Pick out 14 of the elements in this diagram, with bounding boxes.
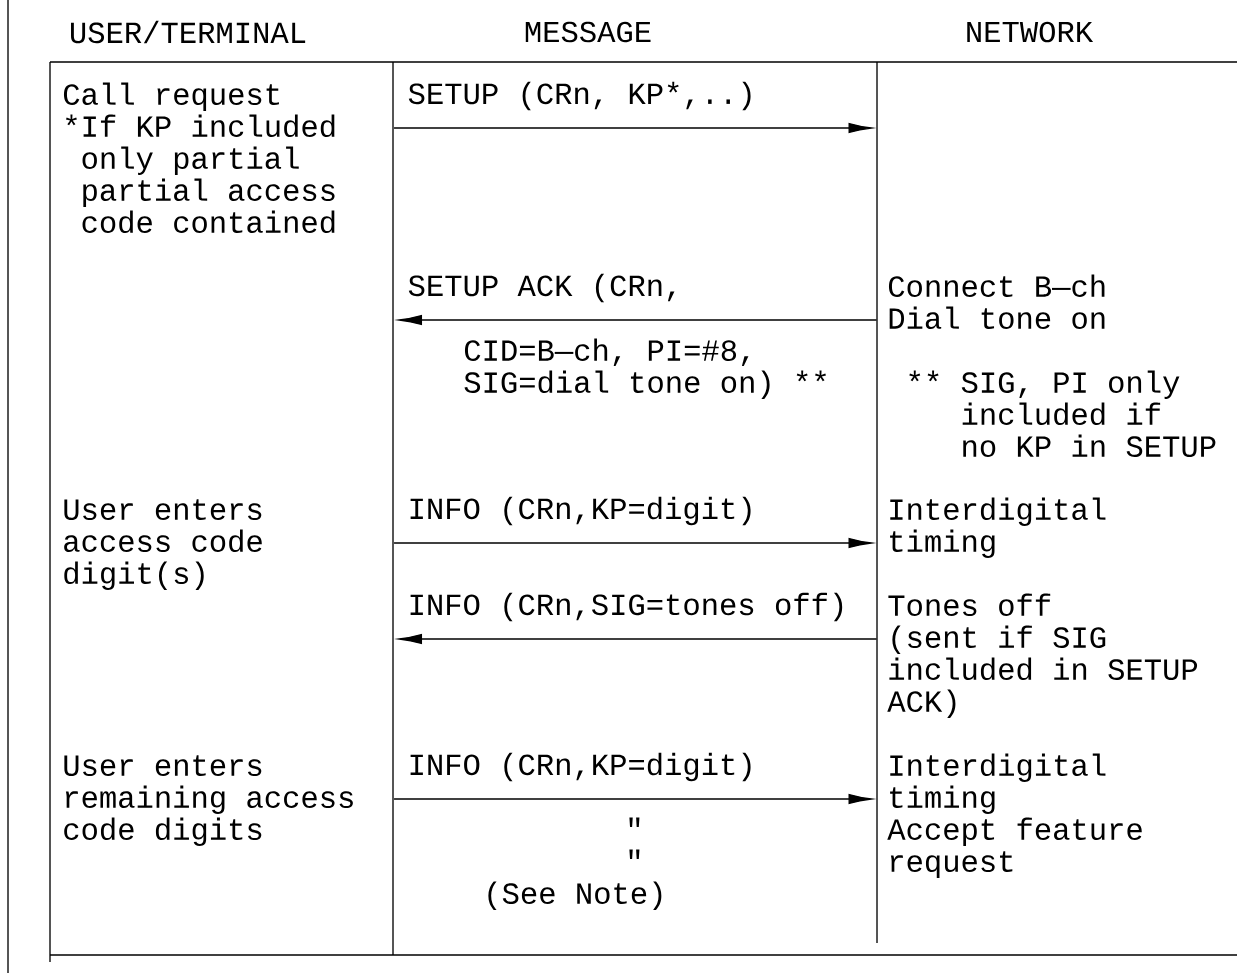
arrow bbox=[398, 633, 878, 645]
arrow bbox=[398, 314, 878, 326]
edge-label: INFO (CRn,KP=digit) bbox=[406, 751, 758, 783]
edge-label: INFO (CRn,SIG=tones off) bbox=[406, 591, 849, 623]
message-text: CID=B—ch, PI=#8, SIG=dial tone on) ** bbox=[464, 338, 826, 399]
table-column: NETWORK Connect B—ch Dial tone on ** SIG, PI only included if no KP in SETUP Interdigital timing Tones off (sent if SIG included in SETUP ACK) Interdigital timing Accept feature request bbox=[876, 21, 1238, 956]
edge-label: SETUP (CRn, KP*,..) bbox=[406, 80, 758, 112]
edge-label: INFO (CRn,KP=digit) bbox=[406, 495, 758, 527]
edge-label: SETUP ACK (CRn, bbox=[406, 272, 684, 304]
ditto-mark: " bbox=[629, 817, 640, 828]
note-text: (See Note) bbox=[488, 881, 662, 910]
ditto-mark: " bbox=[629, 849, 640, 860]
table-column: USER/TERMINAL Call request *If KP included only partial partial access code contained User enters access code digit(s) User enters remaining access code digits bbox=[49, 20, 394, 963]
column-heading: MESSAGE bbox=[525, 21, 651, 43]
